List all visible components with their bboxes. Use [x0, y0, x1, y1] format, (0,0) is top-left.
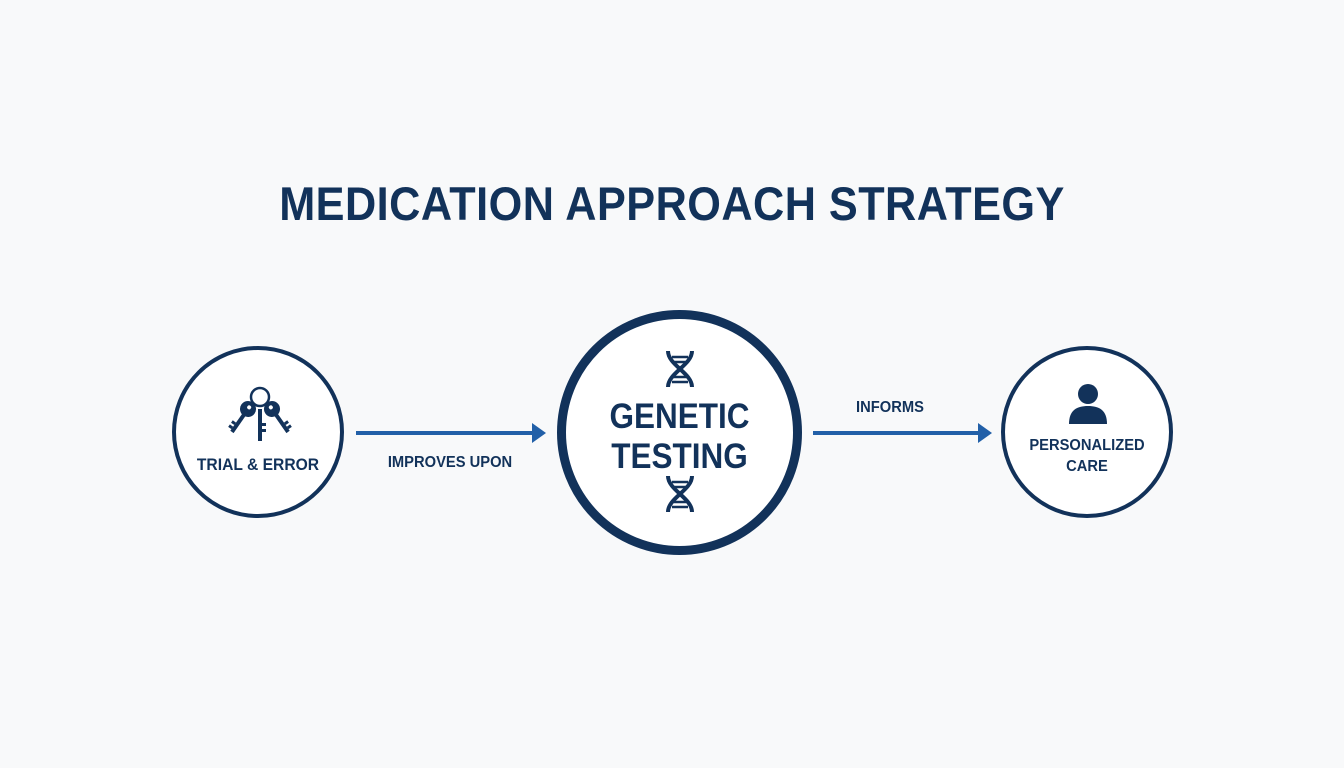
dna-icon	[666, 475, 694, 513]
person-icon	[1069, 384, 1107, 424]
node-genetic-testing: GENETIC TESTING	[557, 310, 802, 555]
arrow-informs	[813, 423, 992, 443]
node-trial-and-error: TRIAL & ERROR	[172, 346, 344, 518]
node-label: PERSONALIZED CARE	[1012, 435, 1163, 477]
arrow-improves-upon	[356, 423, 546, 443]
dna-icon	[666, 350, 694, 388]
keys-icon	[228, 386, 292, 441]
node-label: TRIAL & ERROR	[196, 455, 320, 474]
diagram-title: MEDICATION APPROACH STRATEGY	[279, 177, 1065, 230]
node-personalized-care: PERSONALIZED CARE	[1001, 346, 1173, 518]
node-label: GENETIC TESTING	[577, 397, 781, 477]
node-label-line2: TESTING	[611, 437, 748, 476]
edge-label-informs: INFORMS	[856, 399, 924, 416]
node-label-line1: PERSONALIZED	[1029, 437, 1145, 454]
node-label-line1: GENETIC	[609, 397, 750, 436]
node-label-line2: CARE	[1066, 458, 1108, 475]
edge-label-improves-upon: IMPROVES UPON	[387, 454, 513, 471]
